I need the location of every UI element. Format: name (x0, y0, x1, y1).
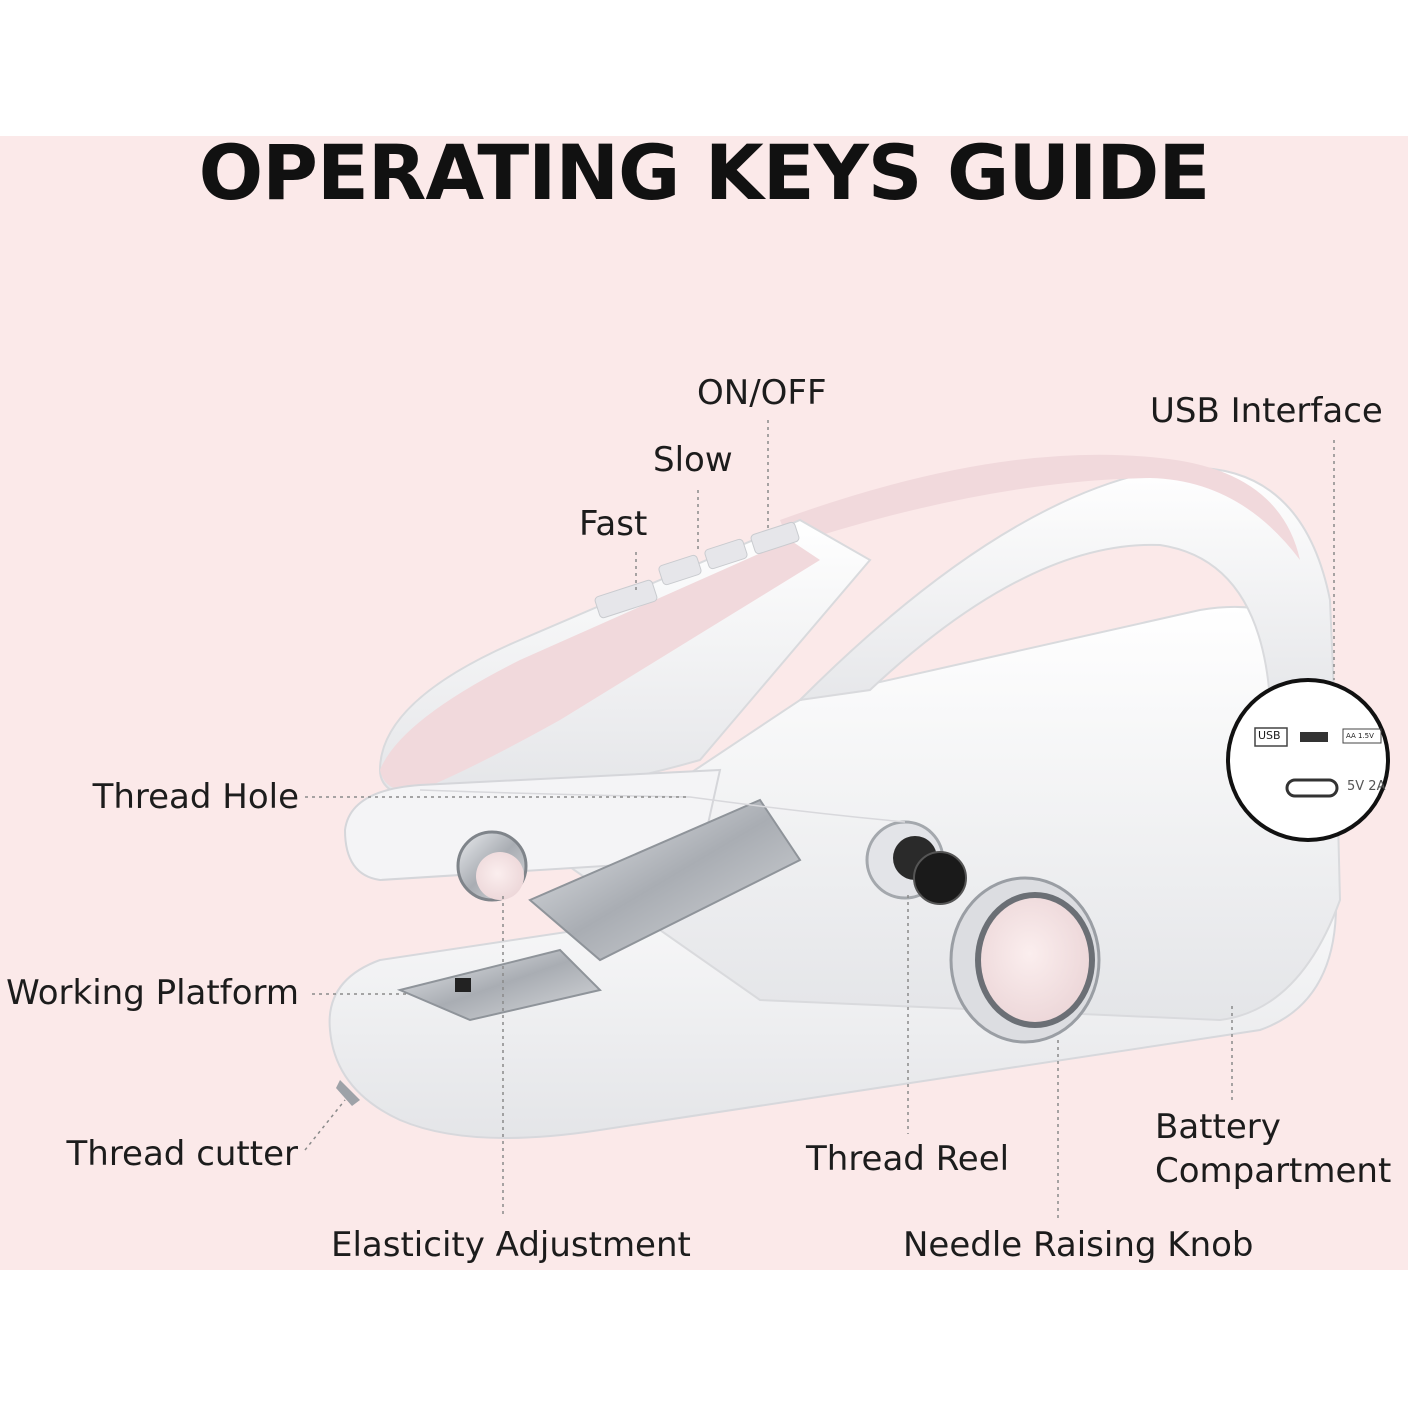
machine-handle (797, 466, 1337, 722)
elasticity-knob (456, 830, 528, 902)
label-battery-line1: Battery (1155, 1107, 1281, 1147)
leader-lines (304, 420, 1335, 1222)
needle-raising-knob (949, 876, 1101, 1044)
handle-pink-top (780, 454, 1300, 560)
needle-hole (455, 978, 471, 992)
label-thread-hole: Thread Hole (92, 777, 299, 817)
battery-tag-box (1342, 728, 1382, 744)
label-needle-raising-knob: Needle Raising Knob (903, 1225, 1254, 1265)
thread-cutter (336, 1080, 360, 1106)
label-battery-line2: Compartment (1155, 1151, 1392, 1191)
label-usb-interface: USB Interface (1150, 391, 1383, 431)
usb-c-port (1285, 778, 1339, 798)
label-fast: Fast (579, 504, 648, 544)
label-elasticity-adjustment: Elasticity Adjustment (331, 1225, 691, 1265)
usb-tag-box (1254, 727, 1288, 747)
usb-inset (1226, 678, 1390, 842)
label-on-off: ON/OFF (697, 373, 827, 413)
label-thread-cutter: Thread cutter (66, 1134, 299, 1174)
control-buttons (594, 521, 800, 619)
battery-switch (1300, 732, 1328, 742)
thread-reel (865, 820, 967, 905)
power-spec: 5V 2A (1347, 779, 1386, 794)
battery-tag: AA 1.5V (1346, 732, 1374, 740)
usb-tag: USB (1258, 729, 1281, 742)
working-platform-plate (396, 948, 602, 1022)
label-working-platform: Working Platform (6, 973, 299, 1013)
arm-pink-stripe (380, 540, 820, 791)
page-title: OPERATING KEYS GUIDE (198, 128, 1211, 217)
needle-slot (528, 798, 802, 962)
thread-line (419, 789, 906, 823)
label-thread-reel: Thread Reel (806, 1139, 1010, 1179)
label-slow: Slow (653, 440, 733, 480)
